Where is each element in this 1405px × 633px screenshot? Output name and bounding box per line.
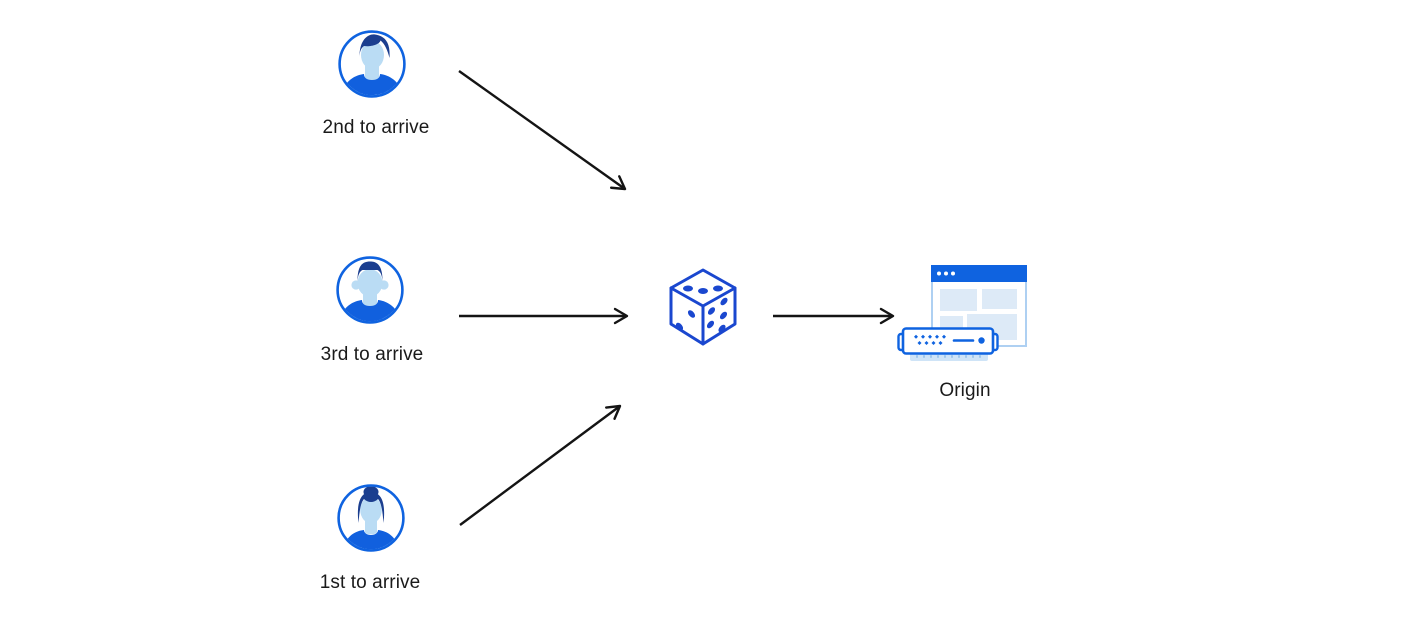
user-avatar-woman-bun-hair-icon xyxy=(337,484,405,552)
avatar-face xyxy=(361,41,384,69)
arrow-client1-to-dice xyxy=(459,404,622,526)
client-label-1st: 1st to arrive xyxy=(319,572,421,593)
server-icon xyxy=(897,327,999,361)
client-label-2nd: 2nd to arrive xyxy=(322,117,430,138)
server-diamond-lights xyxy=(914,334,946,345)
origin-label: Origin xyxy=(939,380,991,401)
dice-icon xyxy=(669,268,737,346)
avatar-hair xyxy=(357,261,383,281)
origin-browser-server-icon xyxy=(897,265,1027,361)
user-avatar-man-flat-hair-icon xyxy=(336,256,404,324)
browser-content-panels xyxy=(940,289,1017,340)
avatar-hair xyxy=(359,34,390,58)
user-avatar-man-swoop-hair-icon xyxy=(338,30,406,98)
avatar-hair xyxy=(357,492,385,523)
client-label-3rd: 3rd to arrive xyxy=(320,344,424,365)
avatar-face xyxy=(360,496,382,524)
dice-pips xyxy=(675,285,728,333)
arrow-client2-to-dice xyxy=(458,70,627,191)
avatar-face xyxy=(357,269,383,297)
